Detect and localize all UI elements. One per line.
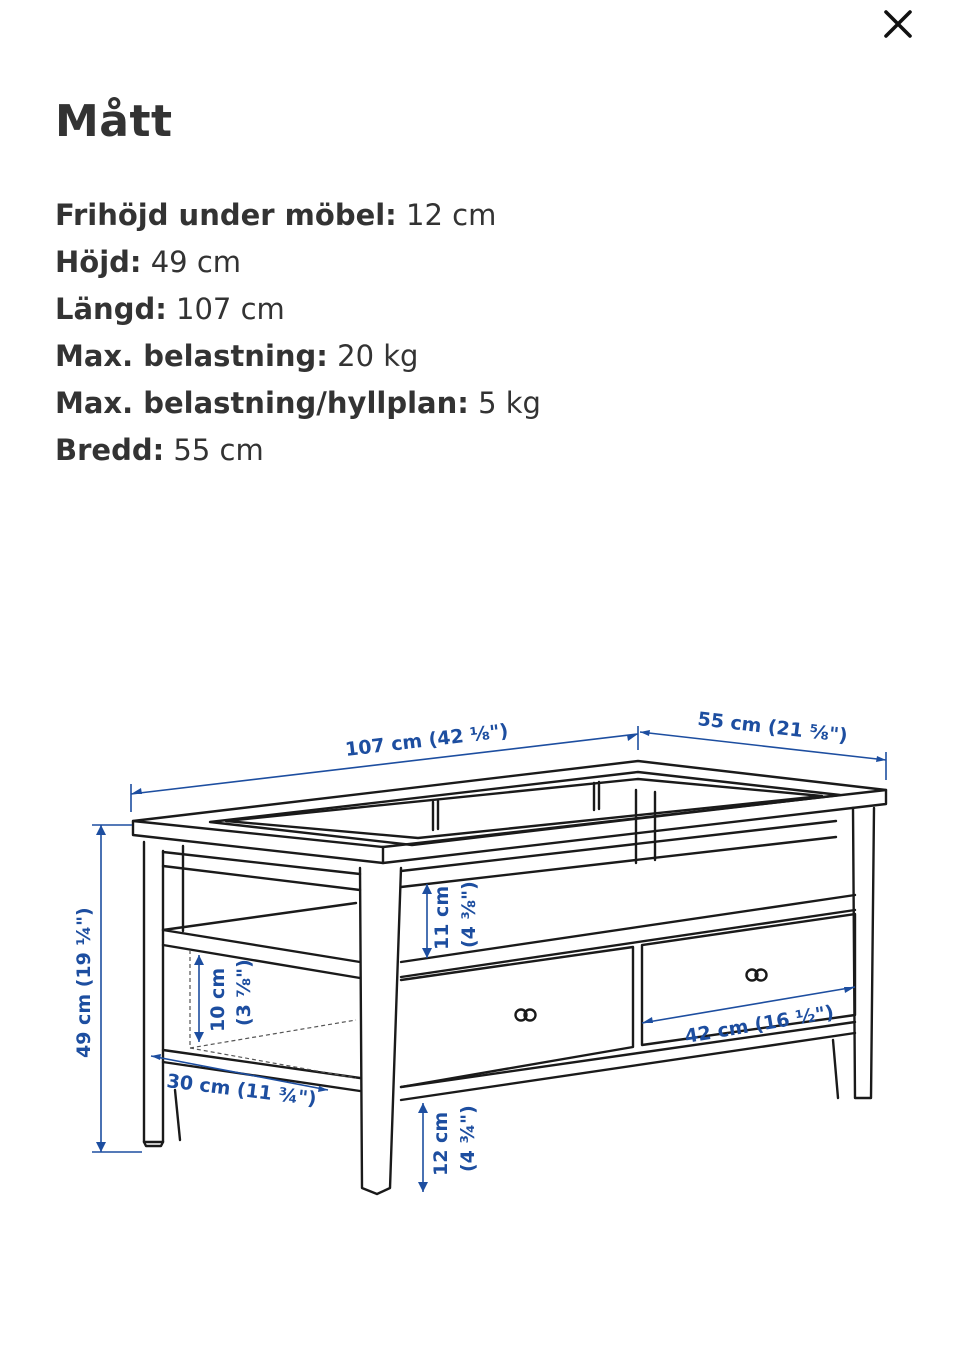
drawer-height-dimension-label: 10 cm [207,968,229,1032]
dimension-label: Längd: [55,292,167,326]
dimension-value: 5 kg [478,386,541,420]
dimension-item-width: Bredd: 55 cm [55,427,541,474]
dimension-label: Max. belastning: [55,339,328,373]
dimension-label: Max. belastning/hyllplan: [55,386,469,420]
dimension-label: Höjd: [55,245,142,279]
dimension-item-max-load-shelf: Max. belastning/hyllplan: 5 kg [55,380,541,427]
dimension-lines [92,726,887,1192]
dimension-item-max-load: Max. belastning: 20 kg [55,333,541,380]
page-title: Mått [55,96,173,147]
table-drawing [131,759,888,1196]
shelf-gap-inch-label: (4 ⅜") [458,881,480,948]
dimension-item-length: Längd: 107 cm [55,286,541,333]
dimensions-list: Frihöjd under möbel: 12 cm Höjd: 49 cm L… [55,192,541,474]
coffee-table-diagram: 107 cm (42 ⅛") 55 cm (21 ⅝") 49 cm (19 ¼… [73,708,888,1196]
close-icon [884,10,912,38]
dimension-value: 20 kg [337,339,419,373]
close-button[interactable] [872,0,924,48]
dimension-label: Frihöjd under möbel: [55,198,397,232]
dimension-label: Bredd: [55,433,165,467]
dimension-item-height: Höjd: 49 cm [55,239,541,286]
dimension-value: 12 cm [406,198,497,232]
shelf-gap-dimension-label: 11 cm [431,886,453,950]
clearance-inch-label: (4 ¾") [457,1105,479,1172]
drawer-depth-dimension-label: 30 cm (11 ¾") [165,1070,317,1110]
height-dimension-label: 49 cm (19 ¼") [73,907,95,1058]
length-dimension-label: 107 cm (42 ⅛") [344,720,509,761]
dimension-item-clearance: Frihöjd under möbel: 12 cm [55,192,541,239]
clearance-dimension-label: 12 cm [430,1112,452,1176]
dimension-value: 55 cm [173,433,264,467]
hidden-lines [189,950,357,1079]
drawer-height-inch-label: (3 ⅞") [233,959,255,1026]
dimension-value: 107 cm [176,292,285,326]
drawer-width-dimension-label: 42 cm (16 ½") [683,1001,835,1048]
dimension-value: 49 cm [150,245,242,279]
